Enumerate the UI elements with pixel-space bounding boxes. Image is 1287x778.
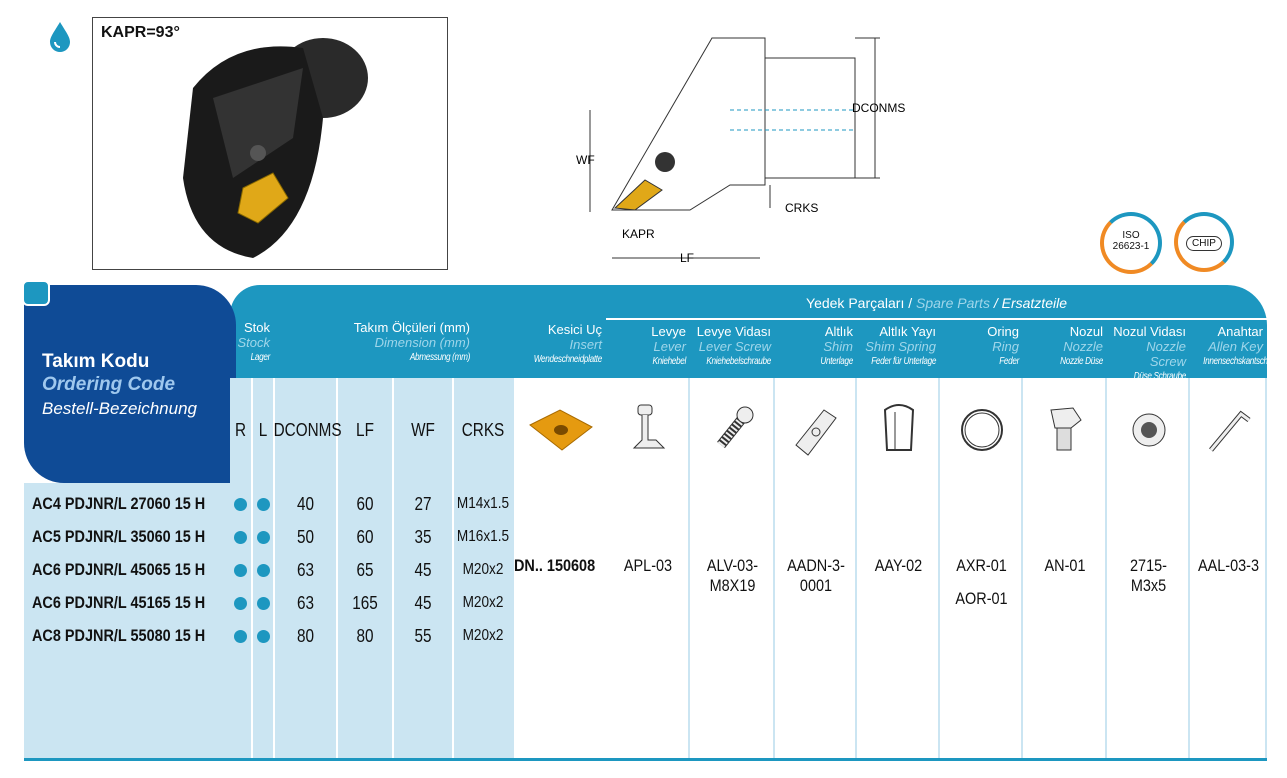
lever-icon (632, 404, 666, 449)
part-value-4: AXR-01 (956, 556, 1007, 575)
tool-photo: KAPR=93° (92, 17, 448, 270)
crks-label: CRKS (785, 201, 818, 215)
stock-l-dot (257, 531, 270, 544)
stock-l-dot (257, 597, 270, 610)
coolant-drop-icon (50, 22, 70, 52)
col-r: R (234, 420, 247, 440)
insert-value: DN.. 150608 (514, 556, 596, 575)
part-value-7: AAL-03-3 (1197, 556, 1260, 575)
dconms-label: DCONMS (852, 101, 905, 115)
allen-key-icon (1208, 410, 1250, 452)
kapr-angle-label: KAPR (622, 227, 655, 241)
spring-icon (883, 404, 914, 451)
part-value-1: ALV-03-M8X19 (706, 556, 759, 595)
tool-holder-image (183, 38, 368, 258)
col-dconms: DCONMS (273, 420, 342, 440)
part-value-2: AADN-3-0001 (787, 556, 845, 595)
col-wf: WF (411, 420, 435, 440)
shim-icon (795, 409, 837, 456)
set-screw-icon (1132, 413, 1165, 447)
chip-badge: CHIP (1174, 212, 1234, 272)
part-value-5: AN-01 (1044, 556, 1086, 575)
stock-r-dot (234, 531, 247, 544)
stock-r-dot (234, 498, 247, 511)
kapr-label: KAPR=93° (101, 24, 180, 41)
col-lf: LF (356, 420, 374, 440)
part-value-0: APL-03 (623, 556, 673, 575)
dimension-diagram: DCONMS WF CRKS KAPR LF (576, 37, 905, 265)
part-value-4-alt: AOR-01 (955, 589, 1008, 608)
spare-parts-header: Yedek Parçaları / Spare Parts / Ersatzte… (806, 295, 1067, 311)
stock-l-dot (257, 498, 270, 511)
wf-label: WF (576, 153, 595, 167)
part-value-6: 2715-M3x5 (1130, 556, 1167, 595)
stock-r-dot (234, 564, 247, 577)
insert-image (529, 409, 593, 451)
code-column (24, 483, 230, 760)
col-l: L (258, 420, 268, 440)
code-header: Takım Kodu Ordering Code Bestell-Bezeich… (24, 285, 236, 483)
screw-icon (716, 406, 753, 449)
stock-l-dot (257, 564, 270, 577)
note-icon (22, 280, 50, 306)
part-value-3: AAY-02 (874, 556, 923, 575)
stock-r-dot (234, 630, 247, 643)
dimension-header: Takım Ölçüleri (mm)Dimension (mm)Abmessu… (353, 320, 471, 363)
nozzle-icon (1050, 407, 1082, 451)
lf-label: LF (680, 251, 694, 265)
header-band (230, 285, 1267, 378)
stock-r-dot (234, 597, 247, 610)
col-crks: CRKS (461, 420, 505, 440)
ring-icon (960, 409, 1003, 451)
stock-l-dot (257, 630, 270, 643)
